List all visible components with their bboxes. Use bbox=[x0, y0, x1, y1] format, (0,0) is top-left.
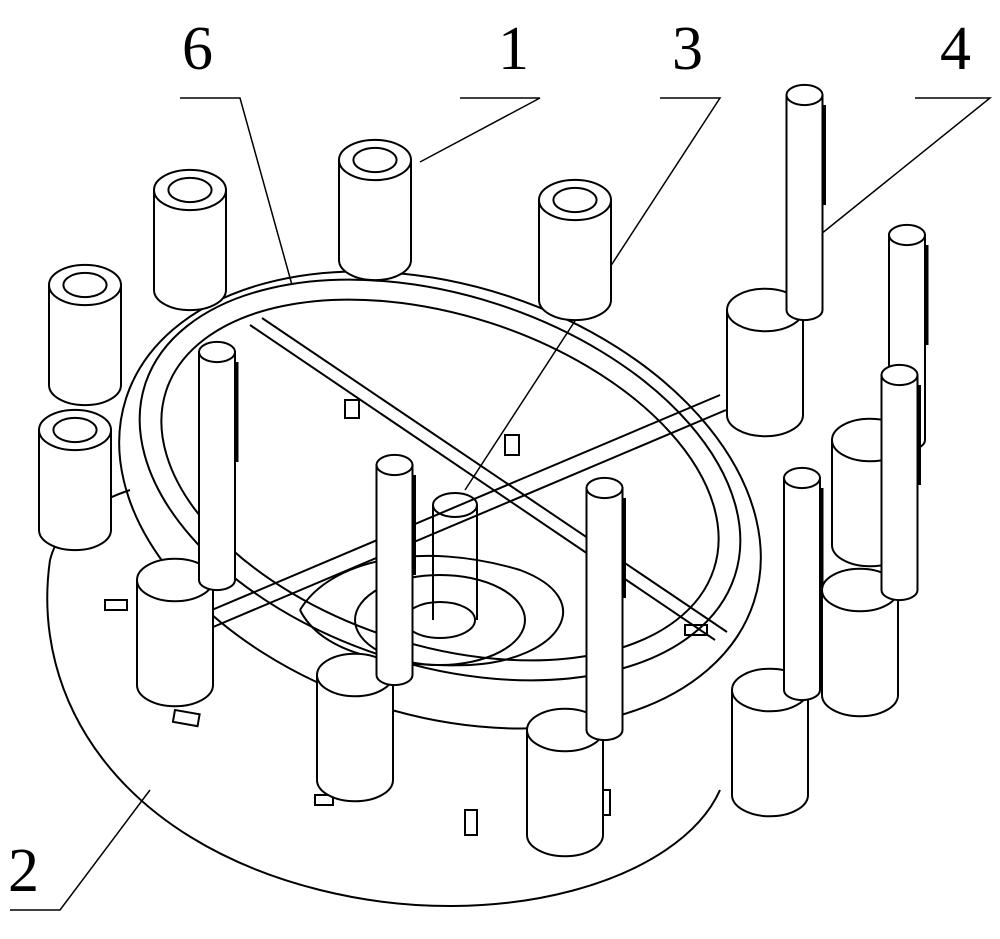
rod-base-part-4 bbox=[821, 567, 899, 718]
rod-part-4 bbox=[585, 476, 626, 742]
rod-part-4 bbox=[375, 453, 416, 687]
rod-base-part-4 bbox=[526, 707, 604, 858]
label-3: 3 bbox=[672, 15, 703, 83]
rod-part-4 bbox=[880, 363, 921, 602]
rod-part-4 bbox=[783, 466, 824, 702]
label-2: 2 bbox=[8, 837, 39, 905]
cross-bars bbox=[199, 317, 728, 667]
label-4: 4 bbox=[940, 15, 971, 83]
cylinder-part-1 bbox=[153, 168, 227, 312]
slots bbox=[104, 399, 708, 836]
leader-2 bbox=[10, 789, 151, 911]
label-1: 1 bbox=[498, 15, 529, 83]
rod-base-part-4 bbox=[726, 287, 804, 438]
leader-1 bbox=[419, 97, 541, 163]
rod-base-part-4 bbox=[731, 667, 809, 818]
rod-base-part-4 bbox=[136, 557, 214, 708]
cylinder-part-1 bbox=[338, 138, 412, 282]
leader-lines bbox=[10, 97, 993, 911]
leader-3 bbox=[464, 97, 722, 491]
leader-6 bbox=[180, 97, 293, 286]
cylinder-part-1 bbox=[38, 408, 112, 552]
rod-part-4 bbox=[785, 83, 826, 322]
cylinder-part-1 bbox=[538, 178, 612, 322]
rod-base-part-4 bbox=[316, 652, 394, 803]
label-6: 6 bbox=[182, 15, 213, 83]
rod-part-4 bbox=[198, 340, 239, 592]
hub-part-3 bbox=[432, 492, 478, 620]
leader-4 bbox=[794, 97, 993, 256]
cylinder-part-1 bbox=[48, 263, 122, 407]
